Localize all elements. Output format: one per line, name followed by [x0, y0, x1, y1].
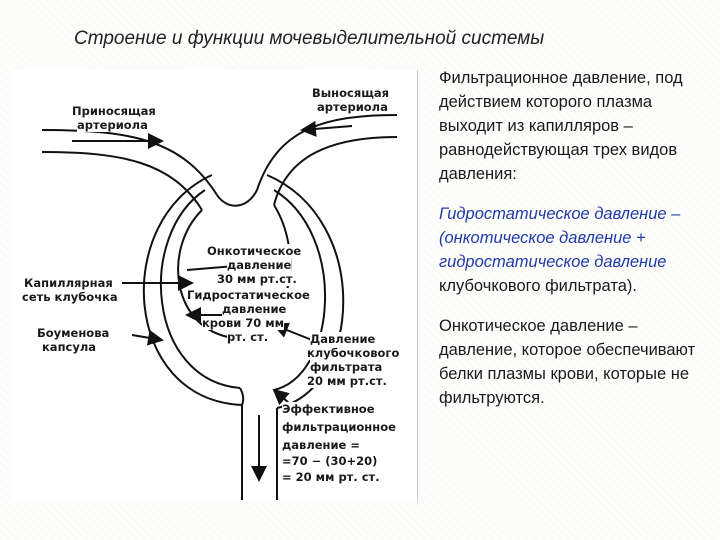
- paragraph-filtration: Фильтрационное давление, под действием к…: [439, 69, 683, 183]
- label-afferent-2: артериола: [77, 118, 148, 132]
- label-hydro-4: рт. ст.: [227, 330, 269, 344]
- capsule-outer-edge: [239, 387, 245, 406]
- label-oncotic-3: 30 мм рт.ст.: [217, 272, 297, 286]
- label-efferent-1: Выносящая: [312, 86, 390, 100]
- label-filtrate-2: клубочкового: [307, 346, 400, 360]
- bowman-capsule-inner-left: [159, 189, 241, 389]
- label-filtrate-3: фильтрата: [310, 360, 383, 374]
- label-bowman-2: капсула: [42, 340, 97, 354]
- formula-highlight: Гидростатическое давление – (онкотическо…: [439, 205, 681, 271]
- efferent-flow-arrow: [300, 120, 353, 137]
- label-capillary-1: Капиллярная: [24, 276, 113, 290]
- label-afferent-1: Приносящая: [72, 104, 156, 118]
- label-eff-5: = 20 мм рт. ст.: [282, 470, 380, 484]
- label-eff-3: давление =: [282, 438, 360, 452]
- label-filtrate-1: Давление: [310, 332, 376, 346]
- label-eff-2: фильтрационное: [282, 420, 396, 434]
- slide-title: Строение и функции мочевыделительной сис…: [74, 28, 545, 49]
- efferent-arteriole-top: [256, 114, 398, 191]
- efferent-arteriole-bottom: [273, 136, 398, 206]
- label-eff-4: =70 − (30+20): [282, 454, 378, 468]
- formula-tail: клубочкового фильтрата).: [439, 277, 637, 295]
- paragraph-pressure-formula: Гидростатическое давление – (онкотическо…: [439, 202, 709, 298]
- nephron-pressure-diagram: Выносящая артериола Приносящая артериола…: [12, 70, 418, 502]
- label-hydro-3: крови 70 мм: [202, 316, 285, 330]
- label-bowman-1: Боуменова: [37, 326, 110, 340]
- afferent-arteriole-top: [41, 129, 218, 196]
- label-eff-1: Эффективное: [282, 402, 375, 416]
- explanation-text: Фильтрационное давление, под действием к…: [439, 66, 709, 426]
- bowman-capsule-outer-right: [266, 174, 345, 409]
- label-oncotic-1: Онкотическое: [207, 244, 302, 258]
- bowman-capsule-inner-right: [273, 189, 326, 391]
- label-oncotic-2: давление: [227, 258, 292, 272]
- label-efferent-2: артериола: [317, 100, 388, 114]
- label-hydro-1: Гидростатическое: [187, 288, 310, 302]
- label-hydro-2: давление: [222, 302, 287, 316]
- bowman-pointer-arrow: [131, 329, 164, 346]
- label-filtrate-4: 20 мм рт.ст.: [307, 374, 387, 388]
- bowman-capsule-outer-left: [142, 174, 243, 406]
- afferent-arteriole-bottom: [41, 151, 203, 211]
- paragraph-oncotic: Онкотическое давление – давление, которо…: [439, 317, 696, 407]
- label-capillary-2: сеть клубочка: [22, 290, 118, 304]
- glomerulus-neck: [216, 189, 258, 207]
